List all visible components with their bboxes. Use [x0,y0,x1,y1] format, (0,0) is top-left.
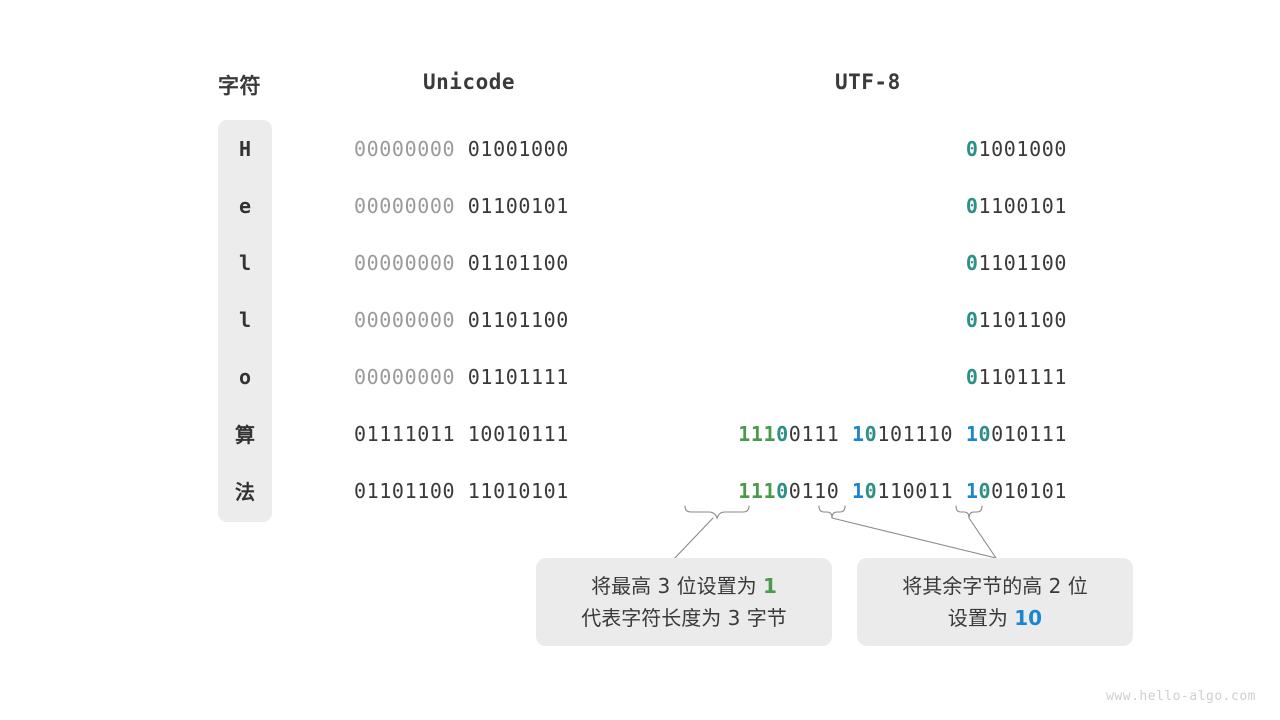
unicode-high-byte: 01111011 [354,421,468,446]
unicode-low-byte: 11010101 [467,478,569,503]
char-cell: 算 [235,423,255,447]
utf8-bit-group: 110011 [877,478,966,503]
utf8-bit-group: 0 [864,478,878,503]
char-cell: 法 [235,480,255,504]
unicode-bits: 01101100 11010101 [354,462,569,519]
utf8-bit-group: 0 [864,421,878,446]
char-cell: l [238,250,252,275]
leader-line-1 [672,517,714,561]
unicode-low-byte: 01101111 [467,364,569,389]
char-cell: H [238,136,252,161]
callout-text-segment: 10 [1014,606,1043,630]
utf8-bit-group: 1 [965,421,979,446]
utf8-bit-group: 010111 [991,421,1067,446]
utf8-bit-group: 0110 [788,478,853,503]
callout-text-segment: 将其余字节的高 2 位 [902,574,1088,598]
char-cell: l [238,307,252,332]
utf8-bit-group: 0 [965,193,979,218]
utf8-bit-group: 0 [978,478,992,503]
utf8-bit-group: 0111 [788,421,853,446]
leader-line-2 [831,517,997,559]
callout-text-segment: 1 [762,574,777,598]
utf8-bit-group: 1101100 [978,307,1067,332]
leader-line-3 [968,517,997,559]
unicode-bits: 00000000 01001000 [354,120,569,177]
unicode-low-byte: 10010111 [467,421,569,446]
utf8-bit-group: 1101111 [978,364,1067,389]
utf8-bit-group: 0 [978,421,992,446]
unicode-high-byte: 01101100 [354,478,468,503]
unicode-bits: 00000000 01100101 [354,177,569,234]
callout-continuation-bits: 将其余字节的高 2 位 设置为 10 [857,558,1133,646]
utf8-bit-group: 0 [965,136,979,161]
unicode-low-byte: 01100101 [467,193,569,218]
watermark: www.hello-algo.com [1106,689,1256,704]
utf8-bit-group: 1001000 [978,136,1067,161]
unicode-high-byte: 00000000 [354,250,468,275]
callout-text-segment: 代表字符长度为 3 字节 [581,606,787,630]
utf8-bit-group: 0 [776,478,789,503]
utf8-bit-group: 1 [965,478,979,503]
unicode-low-byte: 01101100 [467,250,569,275]
unicode-bits: 00000000 01101111 [354,348,569,405]
callout-2-line-2: 设置为 10 [948,602,1042,634]
utf8-bit-group: 1 [852,421,865,446]
utf8-bit-group: 0 [965,307,979,332]
unicode-high-byte: 00000000 [354,364,468,389]
callout-1-line-1: 将最高 3 位设置为 1 [591,570,777,602]
unicode-high-byte: 00000000 [354,193,468,218]
char-cell: o [238,364,252,389]
utf8-bit-group: 1100101 [978,193,1067,218]
utf8-bit-group: 010101 [991,478,1067,503]
column-header-char: 字符 [218,74,261,98]
unicode-low-byte: 01101100 [467,307,569,332]
unicode-high-byte: 00000000 [354,307,468,332]
utf8-bit-group: 0 [965,250,979,275]
utf8-bit-group: 0 [776,421,789,446]
unicode-high-byte: 00000000 [354,136,468,161]
char-cell: e [238,193,252,218]
column-header-utf8: UTF-8 [835,70,901,94]
callout-text-segment: 将最高 3 位设置为 [591,574,763,598]
unicode-bits: 01111011 10010111 [354,405,569,462]
column-header-unicode: Unicode [423,70,516,94]
callout-2-line-1: 将其余字节的高 2 位 [902,570,1087,602]
unicode-bits: 00000000 01101100 [354,291,569,348]
callout-text-segment: 设置为 [947,606,1015,630]
unicode-bits: 00000000 01101100 [354,234,569,291]
callout-leading-bits: 将最高 3 位设置为 1 代表字符长度为 3 字节 [536,558,832,646]
utf8-bit-group: 1 [852,478,865,503]
utf8-bit-group: 0 [965,364,979,389]
utf8-bit-group: 111 [738,421,777,446]
utf8-bit-group: 101110 [877,421,966,446]
utf8-bit-group: 111 [738,478,777,503]
utf8-bit-group: 1101100 [978,250,1067,275]
callout-1-line-2: 代表字符长度为 3 字节 [581,602,786,634]
unicode-low-byte: 01001000 [467,136,569,161]
